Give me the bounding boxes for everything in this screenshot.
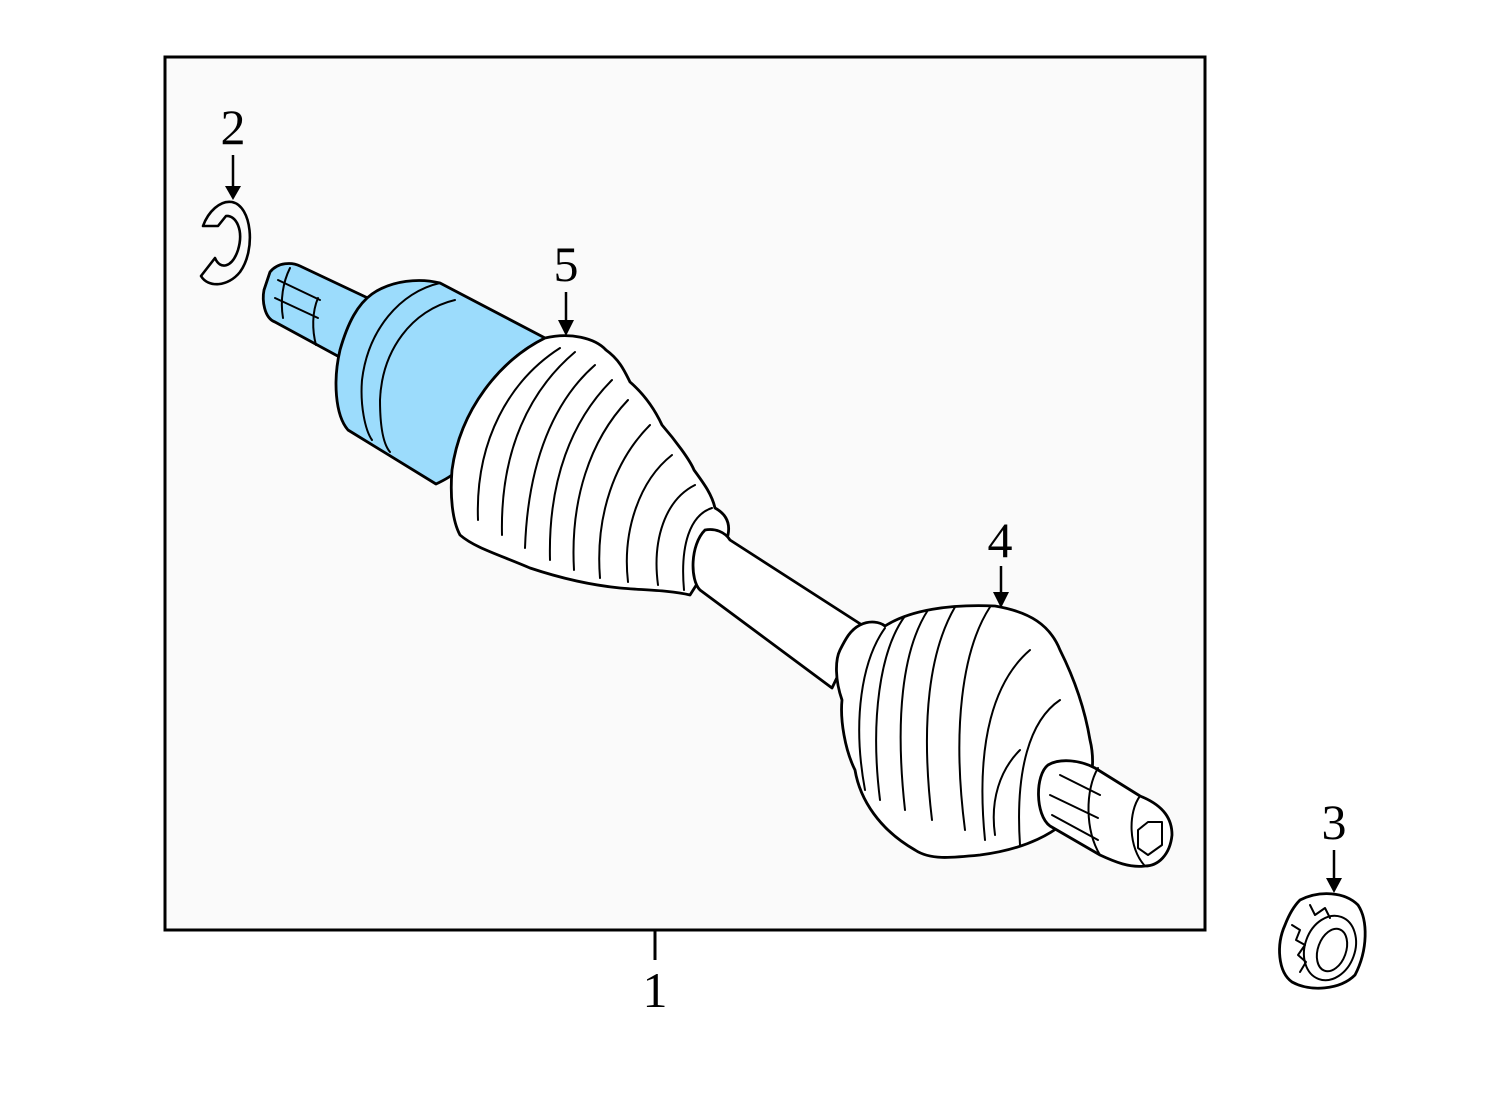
callout-2-label[interactable]: 2 [220,99,246,155]
retaining-clip-part[interactable] [199,155,252,286]
axle-shaft [691,528,864,690]
inner-cv-joint-housing[interactable] [261,262,547,486]
callout-1-label[interactable]: 1 [642,962,668,1018]
callout-3-label[interactable]: 3 [1321,794,1347,850]
outer-stub-shaft [1037,759,1174,868]
axle-nut-part[interactable] [1278,850,1367,990]
inner-cv-boot-part[interactable] [449,334,731,597]
callout-5-arrow [558,292,574,336]
callout-5-label[interactable]: 5 [553,236,579,292]
outer-cv-boot-part[interactable] [835,604,1094,859]
callout-4-label[interactable]: 4 [987,512,1013,568]
callout-4-arrow [993,566,1009,608]
